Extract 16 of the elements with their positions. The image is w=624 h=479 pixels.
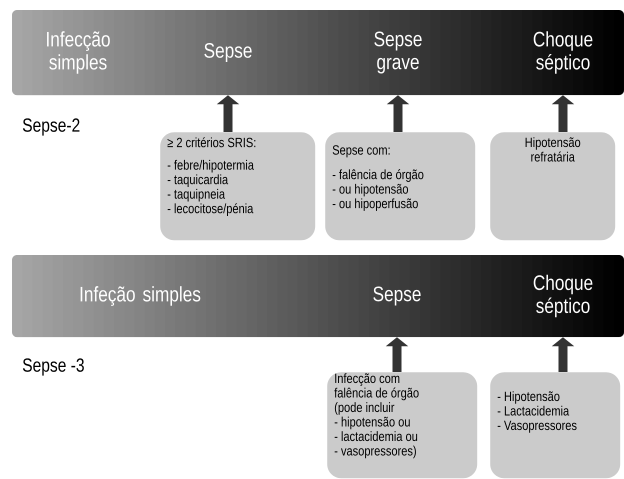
stage-label: Sepse [373,286,421,306]
row-label: Sepse-2 [22,118,80,136]
criteria-box: Hipotensão refratária [490,132,616,240]
stage-label: Infecção simples [47,31,110,74]
criteria-box: Infecção com falência de órgão (pode incluir - hipotensão ou - lactacidemia ou - vasopressores) [327,372,478,478]
timeline-bar [12,255,624,338]
stage-label: Sepse grave [374,32,422,74]
row-label: Sepse -3 [22,358,84,376]
criteria-box: Sepse com: - falência de órgão - ou hipotensão - ou hipoperfusão [325,132,476,240]
stage-label: Choque séptico [534,274,592,318]
stage-label: Choque séptico [534,31,592,74]
criteria-box: - Hipotensão - Lactacidemia - Vasopressores [490,372,620,478]
timeline-bar [12,10,624,96]
stage-label: Infeção simples [80,286,200,306]
criteria-box: ≥ 2 critérios SRIS: - febre/hipotermia - taquicardia - taquipneia - lecocitose/pénia [160,132,316,240]
stage-label: Sepse [204,43,252,62]
